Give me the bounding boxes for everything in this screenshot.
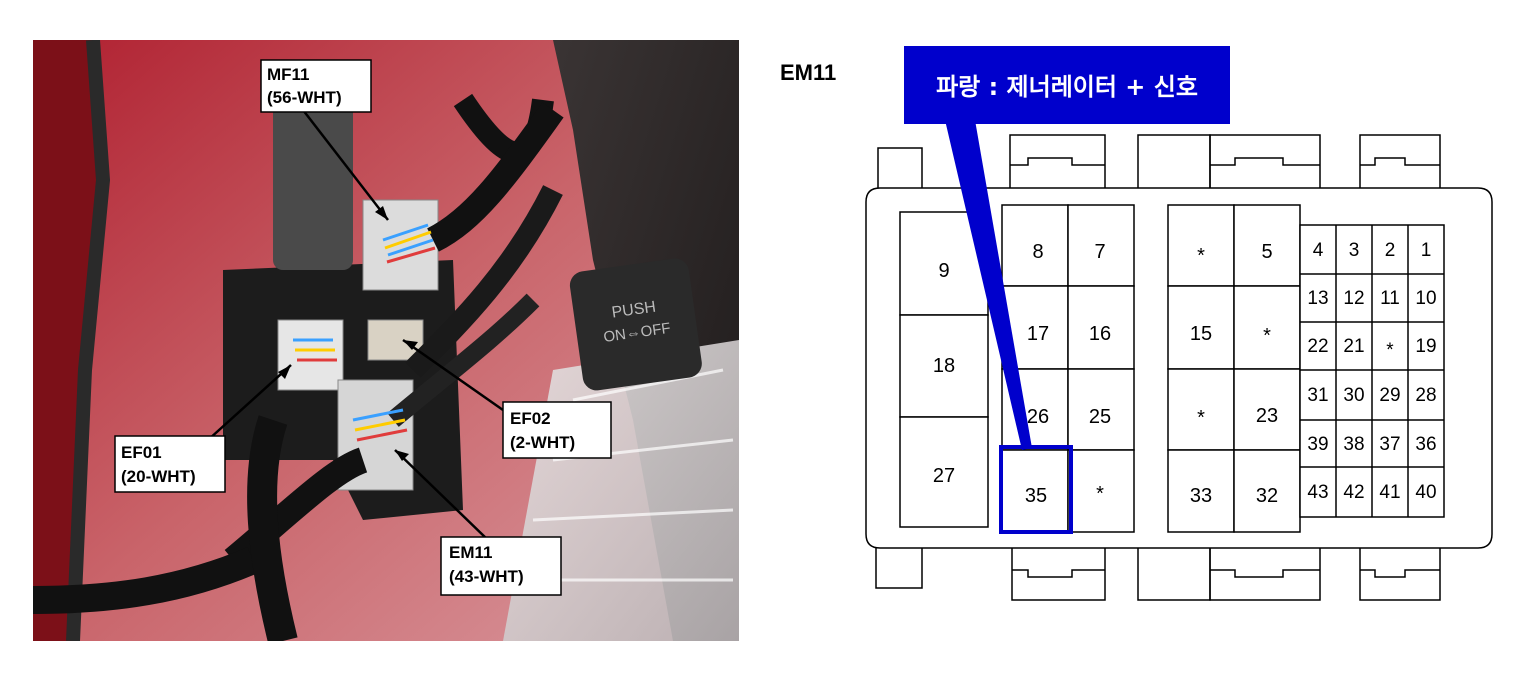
pin-label: 8 bbox=[1032, 241, 1043, 263]
connector-ef01 bbox=[277, 319, 344, 391]
highlight-annotation: 파랑 : 제너레이터 + 신호 bbox=[904, 46, 1230, 534]
pin-label: 10 bbox=[1415, 288, 1436, 309]
pin-label: 17 bbox=[1027, 323, 1049, 345]
pin-label: 15 bbox=[1190, 323, 1212, 345]
em11-pinout-diagram: EM11 9 18 27 8 7 17 1 bbox=[780, 46, 1493, 601]
highlight-pointer bbox=[945, 120, 1032, 450]
pin-label: * bbox=[1386, 340, 1394, 361]
pin-label: * bbox=[1096, 483, 1104, 505]
pin-label-highlighted: 35 bbox=[1025, 485, 1047, 507]
pin-label: 42 bbox=[1343, 482, 1364, 503]
switch-label-push: PUSH bbox=[611, 299, 657, 322]
pin-label: 1 bbox=[1421, 240, 1432, 261]
callout-mf11: MF11 (56-WHT) bbox=[260, 59, 389, 221]
pin-label: 23 bbox=[1256, 405, 1278, 427]
callout-mf11-detail: (56-WHT) bbox=[267, 88, 342, 107]
pin-label: 38 bbox=[1343, 434, 1364, 455]
pin-label: 18 bbox=[933, 355, 955, 377]
block-c-pins bbox=[1299, 224, 1445, 518]
callout-ef02-name: EF02 bbox=[510, 409, 551, 428]
pin-cell bbox=[899, 314, 989, 418]
pin-label: * bbox=[1263, 325, 1271, 347]
push-button-switch: PUSH ON⇔OFF bbox=[569, 258, 702, 391]
connector-housing bbox=[865, 134, 1493, 601]
pin-label: 7 bbox=[1094, 241, 1105, 263]
pin-label: 29 bbox=[1379, 385, 1400, 406]
pin-label: 21 bbox=[1343, 336, 1364, 357]
callout-em11: EM11 (43-WHT) bbox=[394, 449, 562, 596]
callout-ef02: EF02 (2-WHT) bbox=[402, 338, 612, 459]
pin-label: 30 bbox=[1343, 385, 1364, 406]
pin-label: 40 bbox=[1415, 482, 1436, 503]
callout-ef01-name: EF01 bbox=[121, 443, 162, 462]
callout-em11-name: EM11 bbox=[449, 543, 492, 562]
door-seal bbox=[33, 40, 103, 641]
pin-label: 11 bbox=[1380, 288, 1400, 309]
block-b-pins bbox=[1167, 204, 1301, 533]
connector-ef02 bbox=[367, 319, 424, 361]
harness-photo: PUSH ON⇔OFF MF11 (56-WHT) EF01 (20-WHT) … bbox=[33, 40, 739, 641]
block-a-pins bbox=[1001, 204, 1135, 533]
pin-label: 22 bbox=[1307, 336, 1328, 357]
pin-label: 31 bbox=[1307, 385, 1328, 406]
highlight-banner bbox=[904, 46, 1230, 124]
block-c-labels: 4 3 2 1 13 12 11 10 22 21 * 19 31 30 29 … bbox=[1307, 240, 1436, 503]
callout-mf11-name: MF11 bbox=[267, 65, 310, 84]
pin-label: 3 bbox=[1349, 240, 1360, 261]
pin-label: 2 bbox=[1385, 240, 1396, 261]
pin-label: * bbox=[1197, 407, 1205, 429]
callout-ef02-detail: (2-WHT) bbox=[510, 433, 575, 452]
pin-cell bbox=[899, 416, 989, 528]
pin-label: 16 bbox=[1089, 323, 1111, 345]
pin-label: 36 bbox=[1415, 434, 1436, 455]
pin-label: 37 bbox=[1379, 434, 1400, 455]
pin-label: 4 bbox=[1313, 240, 1324, 261]
pin-label: 41 bbox=[1379, 482, 1400, 503]
pin-label: 26 bbox=[1027, 406, 1049, 428]
highlight-banner-text: 파랑 : 제너레이터 + 신호 bbox=[936, 73, 1198, 101]
pin-label: 27 bbox=[933, 465, 955, 487]
pin-label: 39 bbox=[1307, 434, 1328, 455]
pin-label: 28 bbox=[1415, 385, 1436, 406]
connector-mf11 bbox=[362, 199, 439, 291]
pin-label: 32 bbox=[1256, 485, 1278, 507]
pin-label: 25 bbox=[1089, 406, 1111, 428]
pin-label: 43 bbox=[1307, 482, 1328, 503]
pin-label: * bbox=[1197, 245, 1205, 267]
pin-label: 9 bbox=[938, 260, 949, 282]
pin-label: 12 bbox=[1343, 288, 1364, 309]
pin-label: 5 bbox=[1261, 241, 1272, 263]
callout-ef01-detail: (20-WHT) bbox=[121, 467, 196, 486]
callout-ef01: EF01 (20-WHT) bbox=[114, 364, 292, 493]
connector-title: EM11 bbox=[780, 60, 836, 85]
callout-em11-detail: (43-WHT) bbox=[449, 567, 524, 586]
pin-label: 19 bbox=[1415, 336, 1436, 357]
pin-label: 33 bbox=[1190, 485, 1212, 507]
highlight-pin-box bbox=[999, 445, 1073, 534]
pin-label: 13 bbox=[1307, 288, 1328, 309]
